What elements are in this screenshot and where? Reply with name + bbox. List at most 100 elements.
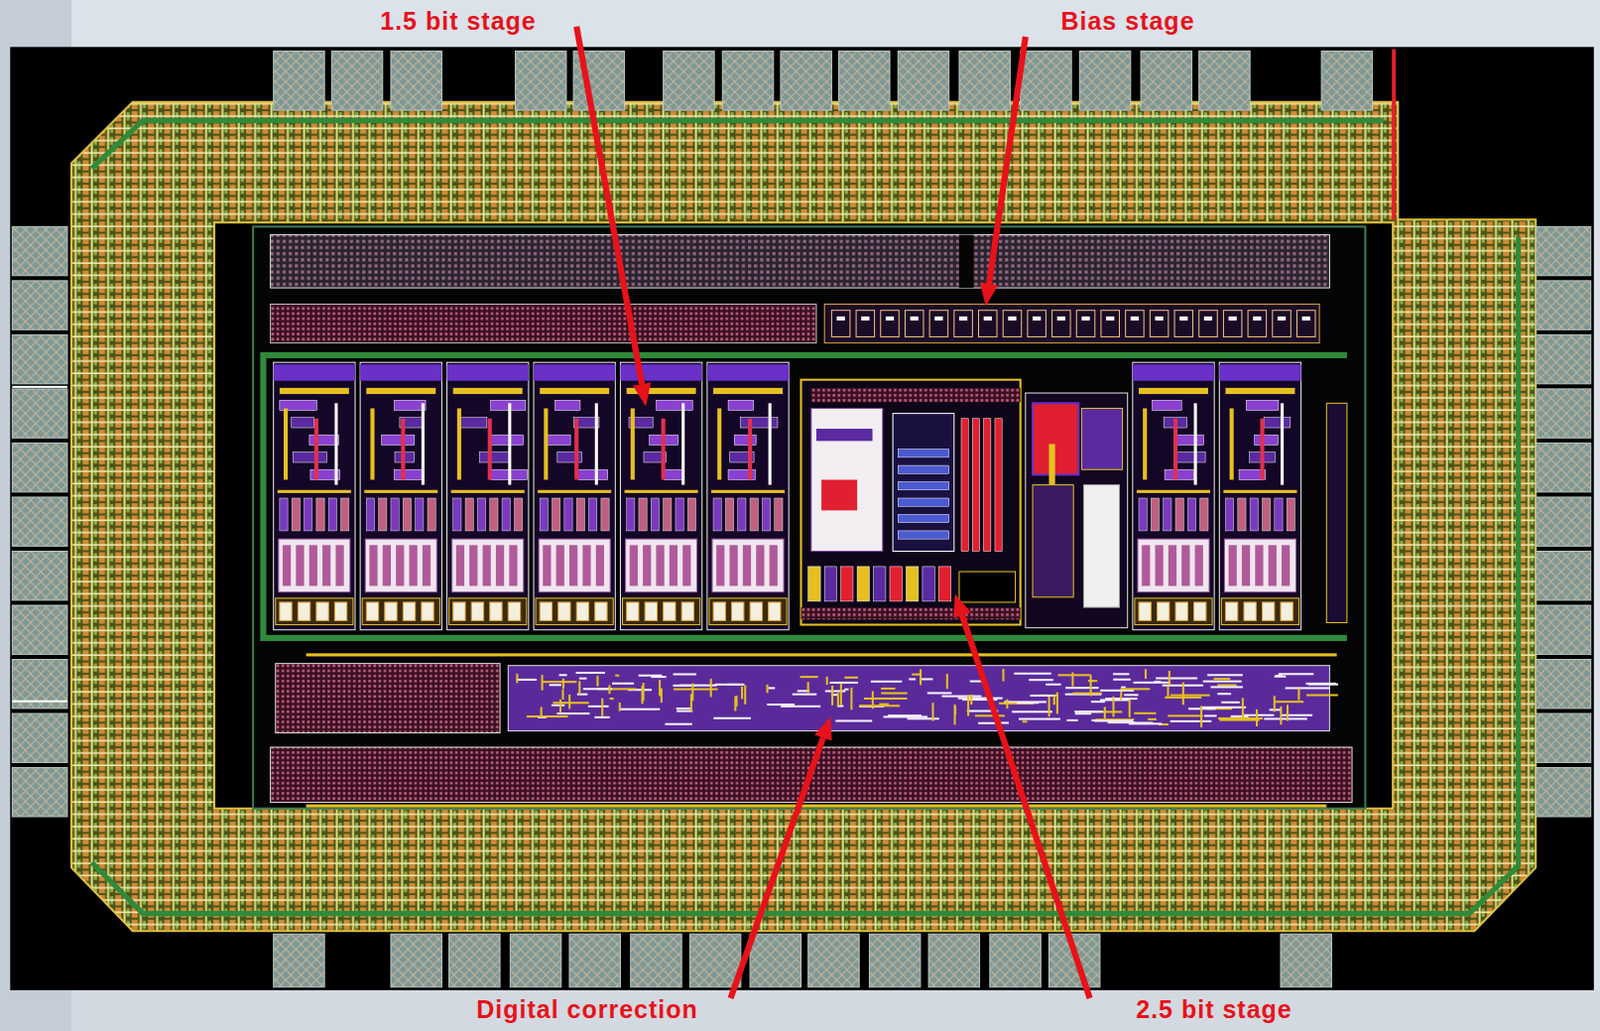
switch-finger: [596, 544, 605, 586]
switch-array: [625, 538, 698, 592]
device-finger: [291, 497, 300, 531]
logic-wire: [1053, 694, 1056, 705]
logic-wire: [551, 704, 565, 707]
device-finger: [675, 497, 684, 531]
bias-cell: [1027, 310, 1047, 338]
bond-pad: [928, 933, 980, 986]
logic-wire: [825, 689, 846, 692]
comparator-cell: [1262, 602, 1275, 621]
stage-wire: [1142, 407, 1147, 480]
pipeline-stage: [533, 362, 616, 630]
comparator-cell: [490, 602, 502, 621]
transistor-block: [291, 417, 315, 428]
comparator-cell: [539, 602, 552, 621]
switch-array: [365, 538, 437, 592]
stage-wire: [1136, 490, 1211, 493]
comparator-row: [1134, 598, 1213, 625]
stage-frame: [801, 379, 1021, 625]
logic-wire: [1133, 681, 1172, 684]
logic-wire: [831, 685, 834, 706]
device-finger: [453, 497, 462, 531]
device-finger: [601, 497, 610, 531]
stage-wire: [451, 490, 525, 493]
transistor-block: [479, 452, 509, 463]
device-finger: [390, 497, 399, 531]
bond-pad: [839, 50, 890, 111]
logic-wire: [1255, 709, 1258, 727]
device-finger: [427, 497, 436, 531]
device-finger: [1187, 497, 1196, 531]
pipeline-stage: [1219, 362, 1301, 630]
bias-device: [885, 316, 894, 321]
stage-bus: [1219, 364, 1301, 380]
comparator-cell: [873, 566, 886, 602]
bond-pad: [11, 442, 68, 492]
capacitor-array: [270, 235, 1331, 288]
arrow-head: [814, 716, 832, 740]
bond-pad: [1535, 334, 1592, 383]
switch-finger: [1181, 544, 1190, 586]
bias-device: [1252, 316, 1261, 321]
comparator-cell: [824, 566, 837, 602]
bond-pad: [514, 50, 566, 111]
device-finger: [650, 497, 659, 531]
device-finger: [279, 497, 288, 531]
transistor-block: [292, 452, 327, 463]
bias-device: [910, 316, 919, 321]
switch-finger: [322, 544, 331, 586]
reference-block: [1025, 392, 1128, 628]
comparator-cell: [749, 602, 762, 621]
stage-bus: [1132, 364, 1215, 380]
bond-pad: [11, 713, 68, 762]
logic-wire: [1281, 714, 1313, 717]
bias-device: [1057, 316, 1066, 321]
transistor-block: [491, 399, 526, 410]
bond-pad: [1535, 226, 1592, 275]
device-block: [1081, 407, 1122, 470]
logic-wire: [1128, 699, 1131, 718]
transistor-block: [491, 434, 524, 445]
capacitor-bar: [961, 418, 969, 552]
logic-wire: [673, 672, 697, 675]
bond-pad: [808, 933, 860, 986]
transistor-block: [381, 434, 415, 445]
device-finger: [897, 465, 949, 474]
bias-cell: [1101, 310, 1120, 338]
logic-wire: [927, 691, 953, 694]
comparator-cell: [1175, 602, 1188, 621]
device-finger: [897, 482, 949, 491]
logic-wire: [540, 706, 543, 716]
logic-wire: [526, 715, 569, 718]
logic-wire: [1286, 704, 1289, 721]
transistor-block: [393, 399, 426, 410]
switch-finger: [395, 544, 404, 586]
logic-wire: [1111, 696, 1114, 718]
stage-wire: [630, 407, 635, 480]
pad-divider: [11, 700, 68, 703]
capacitor-bar: [984, 418, 991, 552]
device-finger: [415, 497, 424, 531]
bias-cell: [1149, 310, 1169, 338]
logic-wire: [975, 714, 1005, 717]
pipeline-stage: [707, 362, 789, 630]
logic-wire: [1297, 687, 1300, 700]
bias-cell: [1296, 310, 1316, 338]
stage-frame: [1219, 362, 1301, 630]
device-finger: [378, 497, 387, 531]
switch-finger: [682, 544, 691, 586]
logic-wire: [1112, 672, 1129, 675]
logic-wire: [1029, 694, 1057, 697]
bias-device: [1277, 316, 1286, 321]
logic-wire: [958, 697, 1003, 700]
stage-wire: [283, 407, 288, 480]
io-ring: [71, 102, 1536, 931]
stage-wire: [277, 490, 352, 493]
logic-wire: [792, 693, 818, 696]
logic-wire: [1241, 697, 1244, 719]
switch-finger: [282, 544, 291, 586]
logic-wire: [568, 694, 571, 710]
logic-wire: [844, 676, 859, 679]
stage-wire: [314, 418, 319, 481]
transistor-block: [393, 469, 422, 480]
